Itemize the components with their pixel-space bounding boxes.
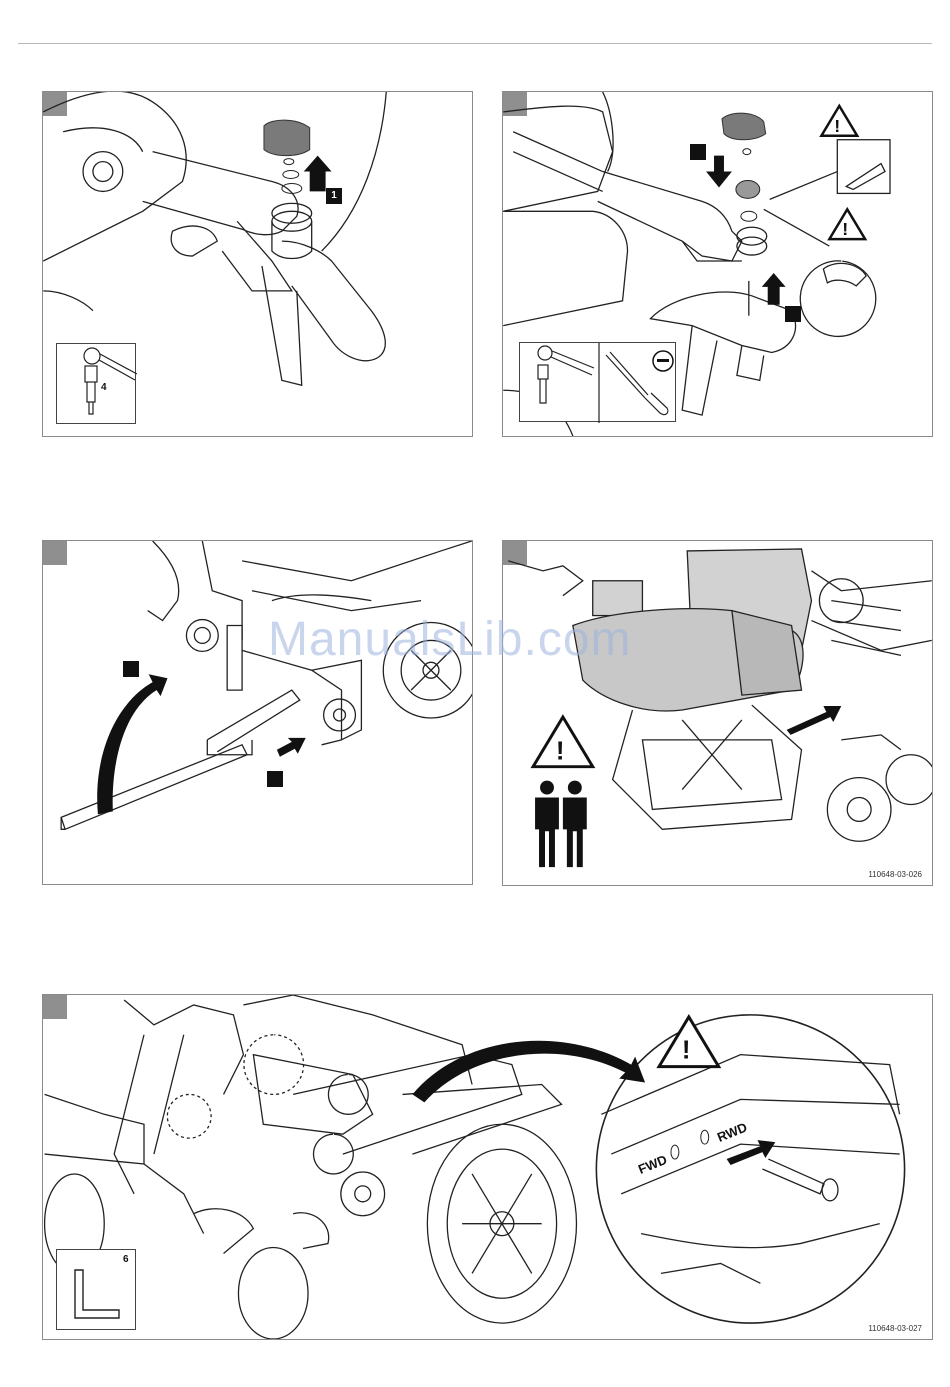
- svg-text:!: !: [842, 219, 848, 239]
- svg-text:!: !: [834, 116, 840, 136]
- screwdriver-icon: [520, 343, 677, 423]
- step-callout-b: [785, 306, 801, 322]
- panel-step-5: ! FWD RWD 6 110648-03-027: [42, 994, 933, 1340]
- seat-lift-illustration: !: [503, 541, 932, 885]
- svg-text:!: !: [682, 1037, 691, 1065]
- figure-code: 110648-03-027: [868, 1324, 922, 1333]
- tool-size-label: 4: [101, 382, 107, 393]
- tool-size-label: 6: [123, 1254, 129, 1265]
- header-rule: [18, 43, 932, 44]
- lift-bar-illustration: [43, 541, 472, 884]
- tool-inset-wrench: 4: [56, 343, 136, 424]
- step-callout-1: 1: [326, 188, 342, 204]
- wrench-icon: [57, 344, 137, 425]
- step-callout-a: [690, 144, 706, 160]
- step-callout-lift: [123, 661, 139, 677]
- panel-step-3: [42, 540, 473, 885]
- step-callout-push: [267, 771, 283, 787]
- panel-step-4: ! 110648-03-026: [502, 540, 933, 886]
- watermark: ManualsLib.com: [268, 612, 632, 667]
- panel-step-2: ! !: [502, 91, 933, 437]
- chassis-fwd-rwd-illustration: !: [43, 995, 932, 1339]
- panel-step-1: 1 4: [42, 91, 473, 437]
- tool-inset-hex-key: 6: [56, 1249, 136, 1330]
- tool-inset-wrench-screwdriver: [519, 342, 676, 422]
- svg-text:!: !: [556, 738, 565, 766]
- figure-code: 110648-03-026: [868, 870, 922, 879]
